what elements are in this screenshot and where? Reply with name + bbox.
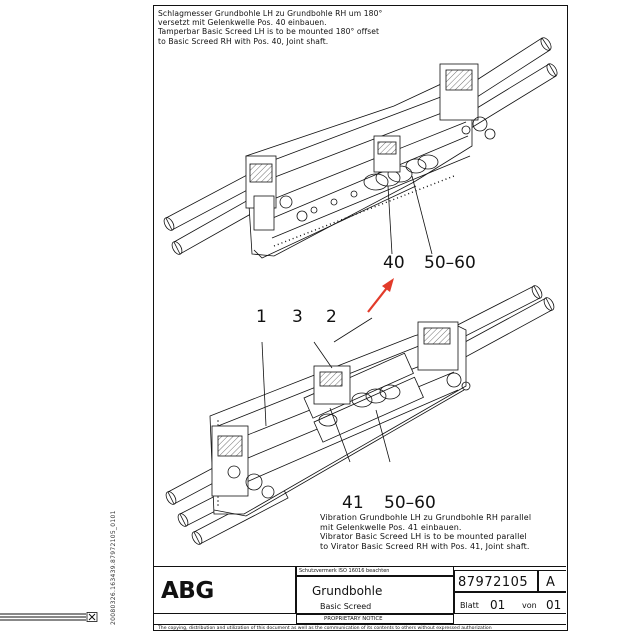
upper-screed-assembly <box>163 37 558 259</box>
proprietary-cell <box>296 614 454 624</box>
copyright-notice: The copying, distribution and utilizatio… <box>158 626 492 631</box>
callout-40: 40 <box>383 253 405 273</box>
protection-note: Schutzvermerk ISO 16016 beachten <box>299 568 390 574</box>
of-label: von <box>522 601 537 610</box>
title-block-frame <box>154 566 566 630</box>
sheet-cell <box>454 592 566 614</box>
close-icon[interactable] <box>86 612 98 622</box>
side-reference-code: 20080326.163439.87972105_0101 <box>110 510 117 625</box>
document-number: 87972105 <box>458 575 529 590</box>
revision-cell <box>538 570 566 592</box>
close-control[interactable] <box>0 612 98 622</box>
drawing-sheet: Schlagmesser Grundbohle LH zu Grundbohle… <box>153 5 568 631</box>
abg-logo: ABG <box>161 578 214 604</box>
title-cell <box>296 576 454 614</box>
callout-50-60-top: 50–60 <box>424 253 476 273</box>
callout-50-60-bottom: 50–60 <box>384 493 436 513</box>
callout-3: 3 <box>292 307 303 327</box>
callout-41: 41 <box>342 493 364 513</box>
installation-note-top: Schlagmesser Grundbohle LH zu Grundbohle… <box>158 9 383 46</box>
callout-2: 2 <box>326 307 337 327</box>
sheet-number: 01 <box>490 598 506 612</box>
lower-screed-assembly <box>165 285 555 545</box>
drawing-title-de: Grundbohle <box>312 584 383 598</box>
doc-number-cell <box>454 570 538 592</box>
title-block: ABG Schutzvermerk ISO 16016 beachten Gru… <box>154 566 566 631</box>
drawing-title-en: Basic Screed <box>320 602 372 611</box>
sheet-total: 01 <box>546 598 562 612</box>
protection-cell <box>296 566 454 576</box>
assembly-drawing: 40 50–60 <box>163 37 558 545</box>
direction-arrow <box>367 278 394 313</box>
callout-1: 1 <box>256 307 267 327</box>
logo-cell <box>154 566 296 614</box>
upper-gear-group <box>363 135 439 191</box>
installation-note-bottom: Vibration Grundbohle LH zu Grundbohle RH… <box>320 513 532 551</box>
notice-row <box>154 624 566 630</box>
sheet-label: Blatt <box>460 601 479 610</box>
revision-letter: A <box>546 575 555 590</box>
proprietary-notice-heading: PROPRIETARY NOTICE <box>324 616 383 622</box>
